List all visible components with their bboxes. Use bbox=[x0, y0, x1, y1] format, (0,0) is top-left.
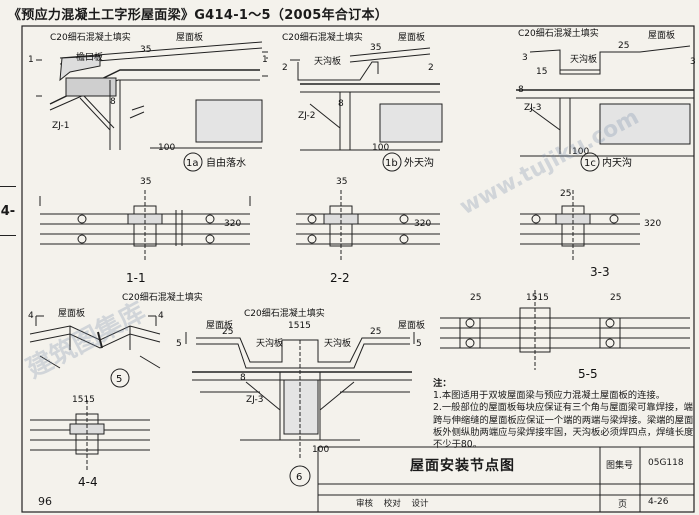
label-roof-panel-d6-right: 屋面板 bbox=[398, 319, 425, 331]
dim-25-d6-right: 25 bbox=[370, 327, 381, 337]
section-title-5-5: 5-5 bbox=[578, 367, 598, 381]
dim-25-s55-right: 25 bbox=[610, 293, 621, 303]
detail-caption-1c: 内天沟 bbox=[602, 156, 632, 169]
label-c20-d5: C20细石混凝土填实 bbox=[122, 291, 203, 303]
cut-mark-3-left: 3 bbox=[522, 53, 528, 63]
section-title-4-4: 4-4 bbox=[78, 475, 98, 489]
label-roof-panel-1c: 屋面板 bbox=[648, 29, 675, 41]
detail-6-drawing bbox=[192, 337, 412, 460]
label-zj1: ZJ-1 bbox=[52, 121, 69, 131]
label-roof-panel-d6-left: 屋面板 bbox=[206, 319, 233, 331]
dim-100-1b: 100 bbox=[372, 143, 389, 153]
dim-100-d6: 100 bbox=[312, 445, 329, 455]
notes-block: 注： 1.本图适用于双坡屋面梁与预应力混凝土屋面板的连接。 2.一般部位的屋面板… bbox=[433, 378, 695, 451]
label-gutter-d6-left: 天沟板 bbox=[256, 337, 283, 349]
section-title-1-1: 1-1 bbox=[126, 271, 146, 285]
detail-caption-1a: 自由落水 bbox=[206, 156, 246, 169]
dim-100-1a: 100 bbox=[158, 143, 175, 153]
cut-mark-4-right: 4 bbox=[158, 311, 164, 321]
note-item-1: 1.本图适用于双坡屋面梁与预应力混凝土屋面板的连接。 bbox=[433, 390, 665, 402]
cut-mark-1-right: 1 bbox=[262, 55, 268, 65]
cut-mark-5-left: 5 bbox=[176, 339, 182, 349]
section-5-5-drawing bbox=[440, 290, 690, 370]
note-item-2: 2.一般部位的屋面板每块应保证有三个角与屋面梁可靠焊接，端跨与伸缩缝的屋面板应保… bbox=[433, 402, 694, 451]
dim-1515-s44: 1515 bbox=[72, 395, 95, 405]
role-review: 审核 bbox=[356, 499, 374, 509]
label-zj3-1c: ZJ-3 bbox=[524, 103, 541, 113]
label-gutter-1c: 天沟板 bbox=[570, 53, 597, 65]
label-c20-1a: C20细石混凝土填实 bbox=[50, 31, 131, 43]
dim-320-s22: 320 bbox=[414, 219, 431, 229]
label-zj3-d6: ZJ-3 bbox=[246, 395, 263, 405]
title-block: 屋面安装节点图 图集号 05G118 审核 校对 设计 页 4-26 bbox=[318, 447, 694, 511]
dim-15-1c: 15 bbox=[536, 67, 547, 77]
role-check: 校对 bbox=[383, 499, 401, 509]
section-4-4-drawing bbox=[30, 400, 150, 470]
detail-mark-6: 6 bbox=[296, 472, 302, 483]
weld-8-d6: 8 bbox=[240, 373, 246, 383]
section-2-2-drawing bbox=[296, 190, 440, 260]
label-c20-1c: C20细石混凝土填实 bbox=[518, 27, 599, 39]
label-gutter-d6-right: 天沟板 bbox=[324, 337, 351, 349]
section-title-2-2: 2-2 bbox=[330, 271, 350, 285]
page-label: 页 bbox=[618, 500, 628, 510]
dim-1515-s55: 1515 bbox=[526, 293, 549, 303]
label-gutter-1b: 天沟板 bbox=[314, 55, 341, 67]
book-page-number: 96 bbox=[38, 495, 52, 508]
atlas-number-value: 05G118 bbox=[648, 458, 684, 468]
dim-320-s11: 320 bbox=[224, 219, 241, 229]
detail-caption-1b: 外天沟 bbox=[404, 156, 434, 169]
label-eave-panel: 檐口板 bbox=[76, 51, 103, 63]
detail-mark-1c: 1c bbox=[584, 158, 596, 169]
chapter-side-tab: 4- bbox=[0, 186, 16, 236]
section-3-3-drawing bbox=[520, 190, 640, 260]
label-roof-panel-1b: 屋面板 bbox=[398, 31, 425, 43]
section-title-3-3: 3-3 bbox=[590, 265, 610, 279]
dim-25-s55-left: 25 bbox=[470, 293, 481, 303]
label-c20-d6: C20细石混凝土填实 bbox=[244, 307, 325, 319]
section-1-1-drawing bbox=[40, 190, 250, 260]
detail-5-drawing bbox=[29, 325, 161, 369]
detail-1c-drawing bbox=[516, 45, 694, 157]
page-value: 4-26 bbox=[648, 497, 669, 507]
signature-row: 审核 校对 设计 bbox=[356, 497, 436, 509]
dim-25-s33: 25 bbox=[560, 189, 571, 199]
detail-1a-drawing bbox=[49, 41, 263, 150]
cut-mark-1-left: 1 bbox=[28, 55, 34, 65]
detail-mark-1a: 1a bbox=[186, 158, 199, 169]
cut-mark-2-left: 2 bbox=[282, 63, 288, 73]
weld-8-1c: 8 bbox=[518, 85, 524, 95]
label-zj2: ZJ-2 bbox=[298, 111, 315, 121]
dim-35-s11: 35 bbox=[140, 177, 151, 187]
drawing-title: 屋面安装节点图 bbox=[410, 458, 515, 474]
dim-35-s22: 35 bbox=[336, 177, 347, 187]
detail-mark-1b: 1b bbox=[385, 158, 398, 169]
cut-mark-4-left: 4 bbox=[28, 311, 34, 321]
cut-mark-5-right: 5 bbox=[416, 339, 422, 349]
dim-35-1b: 35 bbox=[370, 43, 381, 53]
role-design: 设计 bbox=[411, 499, 429, 509]
atlas-number-label: 图集号 bbox=[606, 461, 634, 471]
dim-320-s33: 320 bbox=[644, 219, 661, 229]
label-roof-panel-d5: 屋面板 bbox=[58, 307, 85, 319]
weld-8-1b: 8 bbox=[338, 99, 344, 109]
label-c20-1b: C20细石混凝土填实 bbox=[282, 31, 363, 43]
dim-1515-d6: 1515 bbox=[288, 321, 311, 331]
dim-25-1c: 25 bbox=[618, 41, 629, 51]
weld-8-1a: 8 bbox=[110, 97, 116, 107]
detail-1b-drawing bbox=[266, 47, 443, 151]
dim-25-d6-left: 25 bbox=[222, 327, 233, 337]
detail-mark-5: 5 bbox=[116, 374, 122, 385]
page-header-title: 《预应力混凝土工字形屋面梁》G414-1～5（2005年合订本） bbox=[8, 8, 389, 23]
dim-35-1a: 35 bbox=[140, 45, 151, 55]
cut-mark-3-right: 3 bbox=[690, 57, 696, 67]
label-roof-panel-1a: 屋面板 bbox=[176, 31, 203, 43]
notes-title: 注： bbox=[433, 378, 452, 389]
cut-mark-2-right: 2 bbox=[428, 63, 434, 73]
dim-100-1c: 100 bbox=[572, 147, 589, 157]
